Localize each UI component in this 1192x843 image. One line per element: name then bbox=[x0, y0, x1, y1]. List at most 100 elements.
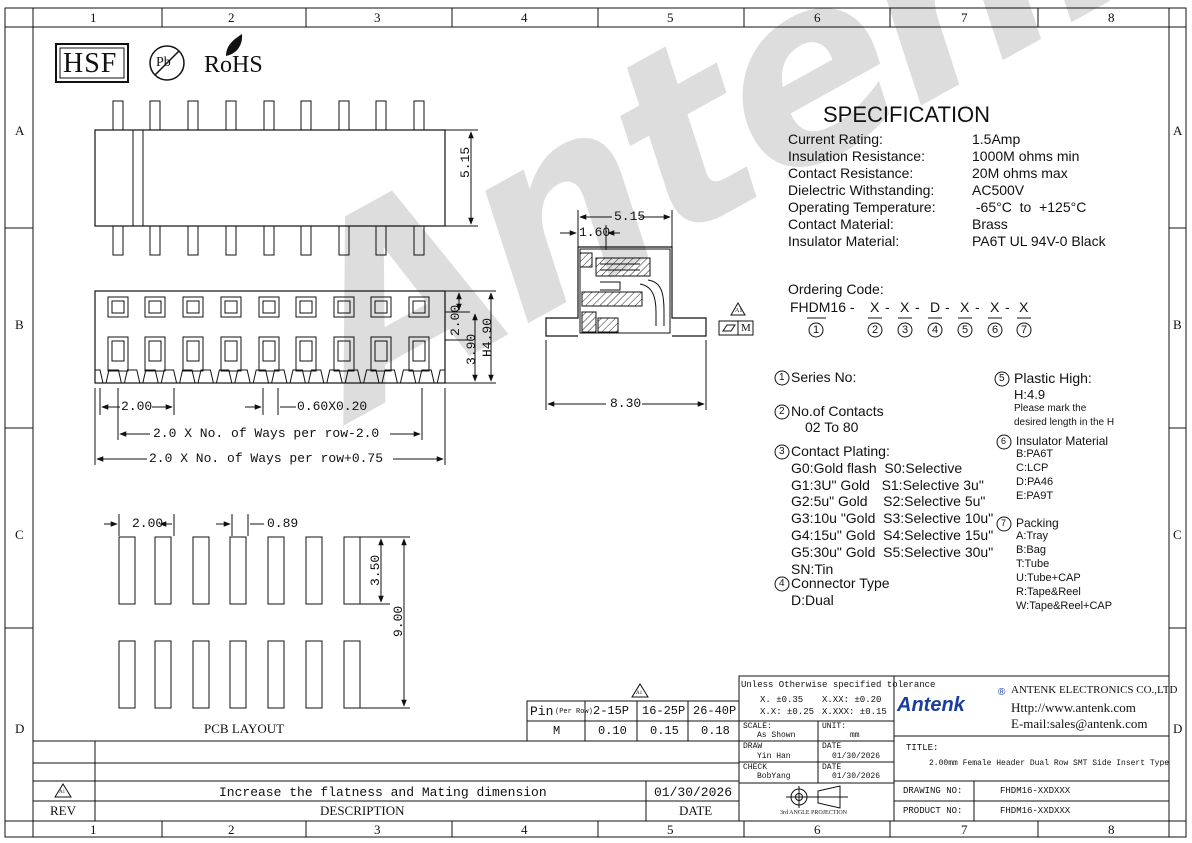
ordering-prefix: FHDM16 - bbox=[790, 299, 855, 315]
date-header: DATE bbox=[679, 803, 713, 818]
rev-mark: A1 bbox=[59, 790, 66, 795]
ordering-number: 3 bbox=[902, 324, 909, 336]
spec-label: Current Rating: bbox=[788, 131, 883, 147]
col-label-5: 5 bbox=[667, 10, 674, 25]
legend-note: desired length in the H bbox=[1014, 417, 1115, 428]
pcb-layout-title: PCB LAYOUT bbox=[204, 721, 285, 736]
legend-item: R:Tape&Reel bbox=[1016, 586, 1081, 598]
pin-bottom bbox=[375, 225, 387, 256]
dim-pitch: 2.00 bbox=[121, 399, 153, 414]
spec-label: Insulation Resistance: bbox=[788, 148, 925, 164]
cavity-lower-inner bbox=[224, 340, 238, 362]
pcb-pad-bottom bbox=[343, 640, 361, 709]
ordering-separator: - bbox=[945, 299, 950, 315]
pin-range-header: 16-25P bbox=[642, 704, 686, 718]
company-email: E-mail:sales@antenk.com bbox=[1011, 716, 1148, 731]
spec-value: PA6T UL 94V-0 Black bbox=[972, 233, 1106, 249]
legend-circle bbox=[994, 371, 1010, 387]
company-web: Http://www.antenk.com bbox=[1011, 700, 1136, 715]
pin-range-header: 2-15P bbox=[593, 704, 630, 718]
cavity-outer bbox=[370, 296, 392, 318]
legend-value: D:Dual bbox=[791, 592, 834, 608]
drawing-number-label: DRAWING NO: bbox=[903, 786, 963, 796]
pcb-pad-bottom bbox=[192, 640, 210, 709]
row-label-b: B bbox=[15, 317, 24, 332]
cavity-lower-outer bbox=[258, 336, 280, 372]
row-label-a: A bbox=[15, 123, 25, 138]
row-label-c: C bbox=[15, 527, 24, 542]
legend-title: Plastic High: bbox=[1014, 370, 1092, 386]
company-logo: Antenk bbox=[897, 694, 965, 716]
cavity-outer bbox=[182, 296, 204, 318]
pcb-pad-bottom bbox=[229, 640, 247, 709]
dim-length-a: 2.0 X No. of Ways per row-2.0 bbox=[153, 426, 380, 441]
col-label-5: 5 bbox=[667, 822, 674, 837]
legend-item: B:PA6T bbox=[1016, 448, 1054, 460]
revision-date: 01/30/2026 bbox=[654, 785, 733, 800]
cavity-lower-outer bbox=[107, 336, 129, 372]
ordering-number: 5 bbox=[962, 324, 969, 336]
tolerance-line: X.XXX: ±0.15 bbox=[822, 707, 887, 717]
legend-circle bbox=[774, 576, 790, 592]
pin-bottom bbox=[300, 225, 312, 256]
cavity-lower-inner bbox=[412, 340, 426, 362]
pcb-pad-top bbox=[154, 536, 172, 605]
pin-value: 0.10 bbox=[598, 724, 627, 738]
cavity-lower-inner bbox=[186, 340, 200, 362]
draw-date-label: DATE bbox=[822, 742, 842, 751]
pin-top bbox=[375, 100, 387, 131]
pin-header-sub: (Per Row) bbox=[555, 708, 593, 716]
pcb-pad-top bbox=[305, 536, 323, 605]
ordering-separator: - bbox=[885, 299, 890, 315]
rev-mark: A1 bbox=[735, 308, 743, 314]
legend-item: C:LCP bbox=[1016, 462, 1049, 474]
cavity-outer bbox=[220, 296, 242, 318]
cavity-lower-inner bbox=[374, 340, 388, 362]
title-label: TITLE: bbox=[906, 743, 939, 753]
circled-number bbox=[867, 322, 883, 338]
legend-item: B:Bag bbox=[1016, 544, 1046, 556]
tolerance-line: X.X: ±0.25 bbox=[760, 707, 815, 717]
cavity-lower-inner bbox=[337, 340, 351, 362]
cavity-inner bbox=[262, 300, 276, 314]
col-label-7: 7 bbox=[961, 10, 968, 25]
cavity-inner bbox=[148, 300, 162, 314]
rev-mark: A1 bbox=[636, 691, 643, 696]
draw-date: 01/30/2026 bbox=[832, 752, 881, 761]
pin-top bbox=[413, 100, 425, 131]
col-label-4: 4 bbox=[521, 822, 528, 837]
cavity-inner bbox=[224, 300, 238, 314]
col-label-8: 8 bbox=[1108, 10, 1115, 25]
drawing-number: FHDM16-XXDXXX bbox=[1000, 786, 1071, 796]
pcb-pad-bottom bbox=[305, 640, 323, 709]
legend-item: G3:10u "Gold S3:Selective 10u" bbox=[791, 510, 994, 526]
cavity-outer bbox=[258, 296, 280, 318]
pin-bottom bbox=[225, 225, 237, 256]
circled-number bbox=[927, 322, 943, 338]
unit-label: UNIT: bbox=[822, 722, 847, 731]
pin-header: Pin bbox=[530, 704, 554, 719]
pin-top bbox=[338, 100, 350, 131]
spec-value: AC500V bbox=[972, 182, 1025, 198]
row-label-b: B bbox=[1173, 317, 1182, 332]
ordering-number: 6 bbox=[992, 324, 999, 336]
legend-number: 6 bbox=[1001, 436, 1007, 446]
legend-number: 5 bbox=[999, 373, 1005, 384]
cavity-outer bbox=[333, 296, 355, 318]
spec-label: Insulator Material: bbox=[788, 233, 900, 249]
dim-200: 2.00 bbox=[448, 304, 463, 336]
legend-number: 7 bbox=[1001, 518, 1007, 528]
col-label-2: 2 bbox=[228, 822, 235, 837]
cavity-lower-inner bbox=[111, 340, 125, 362]
description-header: DESCRIPTION bbox=[320, 803, 405, 818]
check-label: CHECK bbox=[743, 763, 768, 772]
cavity-outer bbox=[295, 296, 317, 318]
pin-top bbox=[187, 100, 199, 131]
cavity-lower-outer bbox=[370, 336, 392, 372]
legend-item: G5:30u" Gold S5:Selective 30u" bbox=[791, 544, 994, 560]
dim-length-b: 2.0 X No. of Ways per row+0.75 bbox=[149, 451, 384, 466]
pcb-pad-top bbox=[343, 536, 361, 605]
legend-circle bbox=[774, 404, 790, 420]
spec-title: SPECIFICATION bbox=[823, 102, 991, 127]
legend-title: Contact Plating: bbox=[791, 443, 890, 459]
